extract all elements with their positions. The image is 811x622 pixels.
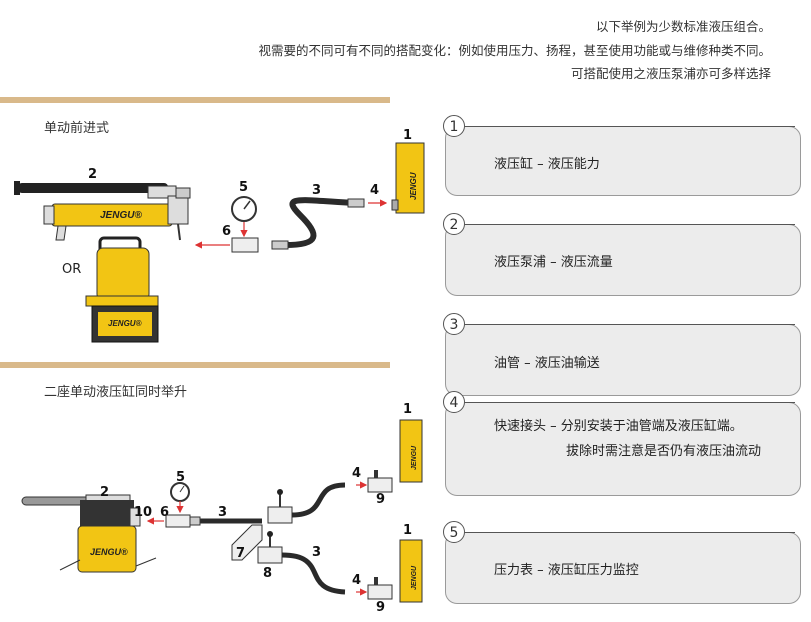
pressure-gauge-icon — [231, 196, 257, 222]
label-9: 9 — [376, 492, 386, 507]
hydraulic-cylinder-icon — [391, 142, 425, 214]
label-3: 3 — [312, 545, 322, 560]
coupler-icon — [165, 514, 191, 528]
hydraulic-cylinder-icon — [399, 419, 423, 483]
card-4-text: 快速接头 – 分别安装于油管端及液压缸端。 — [494, 419, 743, 434]
component-card-2: 液压泵浦 – 液压流量 — [445, 224, 801, 296]
card-3-text: 油管 – 液压油输送 — [494, 356, 600, 371]
label-4: 4 — [370, 183, 380, 198]
label-3: 3 — [312, 183, 322, 198]
electric-pump-icon — [85, 236, 159, 343]
label-9: 9 — [376, 600, 386, 615]
card-1-number: 1 — [443, 115, 465, 137]
label-6: 6 — [160, 505, 170, 520]
coupler-icon — [231, 237, 259, 253]
card-2-number: 2 — [443, 213, 465, 235]
component-card-5: 压力表 – 液压缸压力监控 — [445, 532, 801, 604]
label-4: 4 — [352, 466, 362, 481]
card-4-number: 4 — [443, 391, 465, 413]
intro-line-3: 可搭配使用之液压泵浦亦可多样选择 — [570, 66, 771, 81]
card-1-text: 液压缸 – 液压能力 — [494, 157, 600, 172]
electric-pump-icon — [21, 494, 157, 573]
label-2: 2 — [100, 485, 110, 500]
label-1: 1 — [403, 128, 413, 143]
label-1: 1 — [403, 523, 413, 538]
card-2-text: 液压泵浦 – 液压流量 — [494, 255, 613, 270]
label-4: 4 — [352, 573, 362, 588]
card-3-number: 3 — [443, 313, 465, 335]
card-5-number: 5 — [443, 521, 465, 543]
hose-icon — [291, 482, 346, 518]
card-5-text: 压力表 – 液压缸压力监控 — [494, 563, 639, 578]
brand-logo: JENGU — [411, 445, 418, 470]
hose-icon — [281, 552, 346, 595]
pressure-gauge-icon — [170, 482, 190, 502]
section-1-title: 单动前进式 — [44, 121, 110, 136]
section-divider-1 — [0, 97, 390, 103]
brand-logo: JENGU — [409, 172, 418, 200]
section-2-title: 二座单动液压缸同时举升 — [44, 385, 188, 400]
label-8: 8 — [263, 566, 273, 581]
brand-logo: JENGU® — [90, 547, 128, 557]
or-label: OR — [62, 262, 82, 277]
valve-icon — [267, 506, 293, 524]
brand-logo: JENGU® — [108, 319, 142, 328]
label-5: 5 — [176, 470, 186, 485]
component-card-4: 快速接头 – 分别安装于油管端及液压缸端。 拔除时需注意是否仍有液压油流动 — [445, 402, 801, 496]
hose-icon — [284, 197, 356, 248]
label-7: 7 — [236, 546, 246, 561]
label-1: 1 — [403, 402, 413, 417]
intro-line-1: 以下举例为少数标准液压组合。 — [595, 19, 771, 34]
hand-pump-icon — [14, 181, 191, 241]
card-4-text-2: 拔除时需注意是否仍有液压油流动 — [566, 444, 762, 459]
component-card-3: 油管 – 液压油输送 — [445, 324, 801, 396]
label-10: 10 — [134, 505, 153, 520]
section-divider-2 — [0, 362, 390, 368]
label-3: 3 — [218, 505, 228, 520]
valve-icon — [257, 546, 283, 564]
brand-logo: JENGU — [411, 565, 418, 590]
label-6: 6 — [222, 224, 232, 239]
manifold-icon — [231, 524, 263, 561]
component-card-1: 液压缸 – 液压能力 — [445, 126, 801, 196]
label-5: 5 — [239, 180, 249, 195]
label-2: 2 — [88, 167, 98, 182]
hydraulic-cylinder-icon — [399, 539, 423, 603]
intro-line-2: 视需要的不同可有不同的搭配变化：例如使用压力、扬程，甚至使用功能或与维修种类不同… — [258, 43, 771, 58]
brand-logo: JENGU® — [100, 210, 142, 221]
